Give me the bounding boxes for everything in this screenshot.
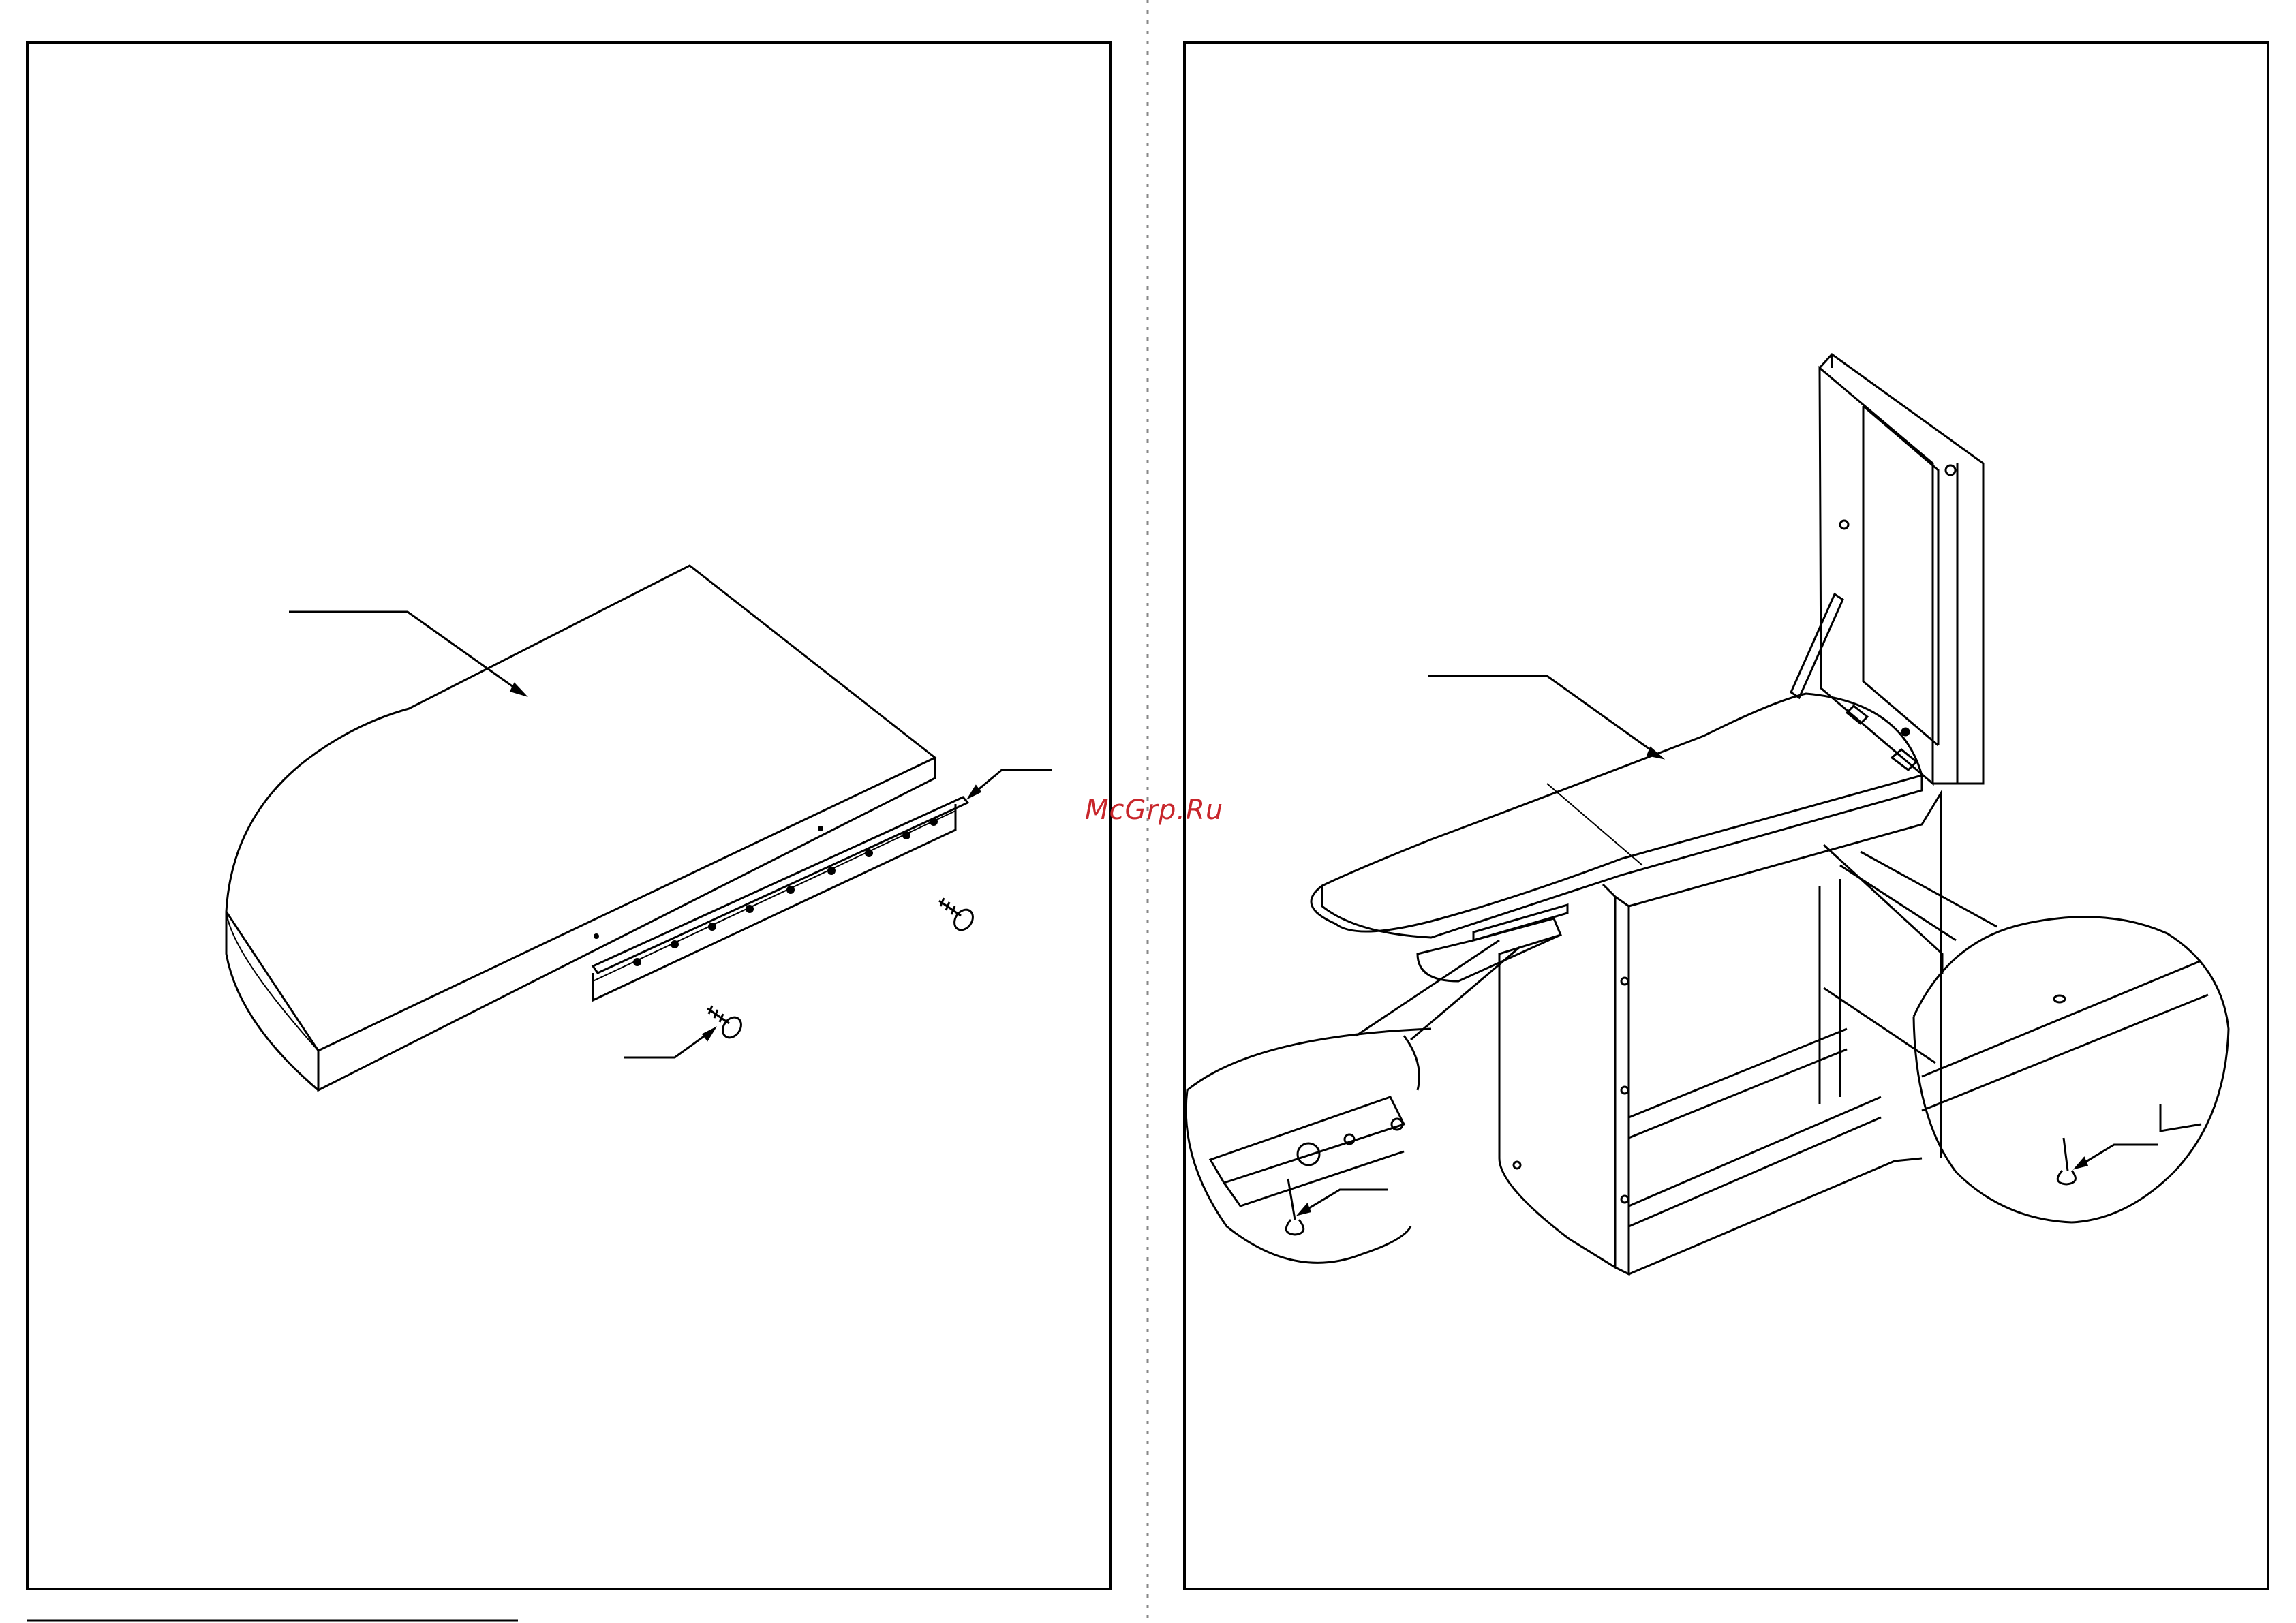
wall-frame [1820, 354, 1983, 784]
arrow-pointer-icon [289, 612, 1052, 1057]
screw-icon [707, 1006, 745, 1041]
cabinet [1499, 793, 1942, 1274]
magnified-detail-icon [1186, 852, 2229, 1263]
board-top [226, 566, 935, 1051]
watermark: McGrp.Ru [1085, 794, 1223, 826]
left-panel [27, 42, 1111, 1589]
ironing-board [1311, 694, 1922, 931]
right-panel [1184, 42, 2268, 1589]
arrow-pointer-icon [1299, 676, 2158, 1214]
hinge-strip-icon [593, 797, 968, 1000]
screw-icon [939, 898, 977, 933]
